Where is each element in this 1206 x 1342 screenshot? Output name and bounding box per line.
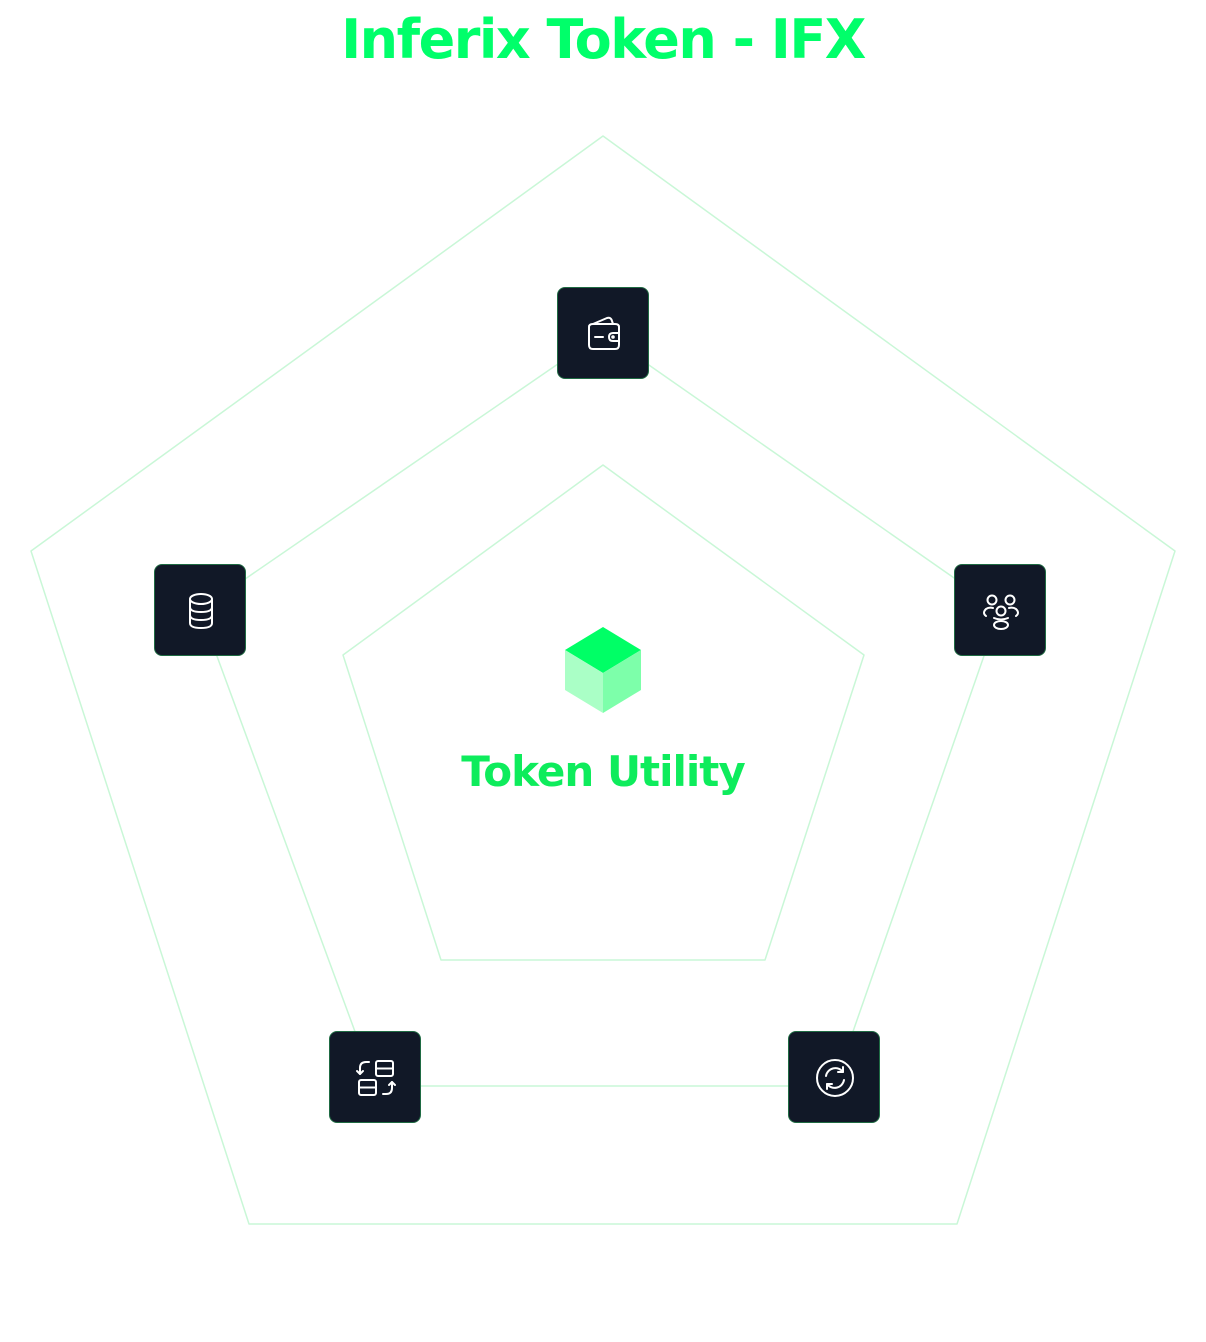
refresh-node[interactable] — [788, 1031, 880, 1123]
refresh-icon — [816, 1059, 854, 1097]
database-node[interactable] — [154, 564, 246, 656]
layout-swap-node[interactable] — [329, 1031, 421, 1123]
page-title: Inferix Token - IFX — [341, 8, 866, 71]
middle-pentagon — [199, 332, 1001, 1087]
wallet-node[interactable] — [557, 287, 649, 379]
layout-swap-icon — [356, 1060, 396, 1096]
outer-pentagon — [30, 135, 1176, 1225]
cube-left-face — [565, 650, 603, 713]
database-icon — [189, 593, 213, 629]
cube-icon — [565, 627, 641, 713]
inner-pentagon — [342, 464, 865, 961]
token-utility-center: Token Utility — [403, 620, 803, 810]
center-label: Token Utility — [461, 747, 746, 796]
cube-right-face — [603, 650, 641, 713]
community-icon — [983, 594, 1019, 630]
wallet-icon — [588, 316, 620, 350]
community-node[interactable] — [954, 564, 1046, 656]
